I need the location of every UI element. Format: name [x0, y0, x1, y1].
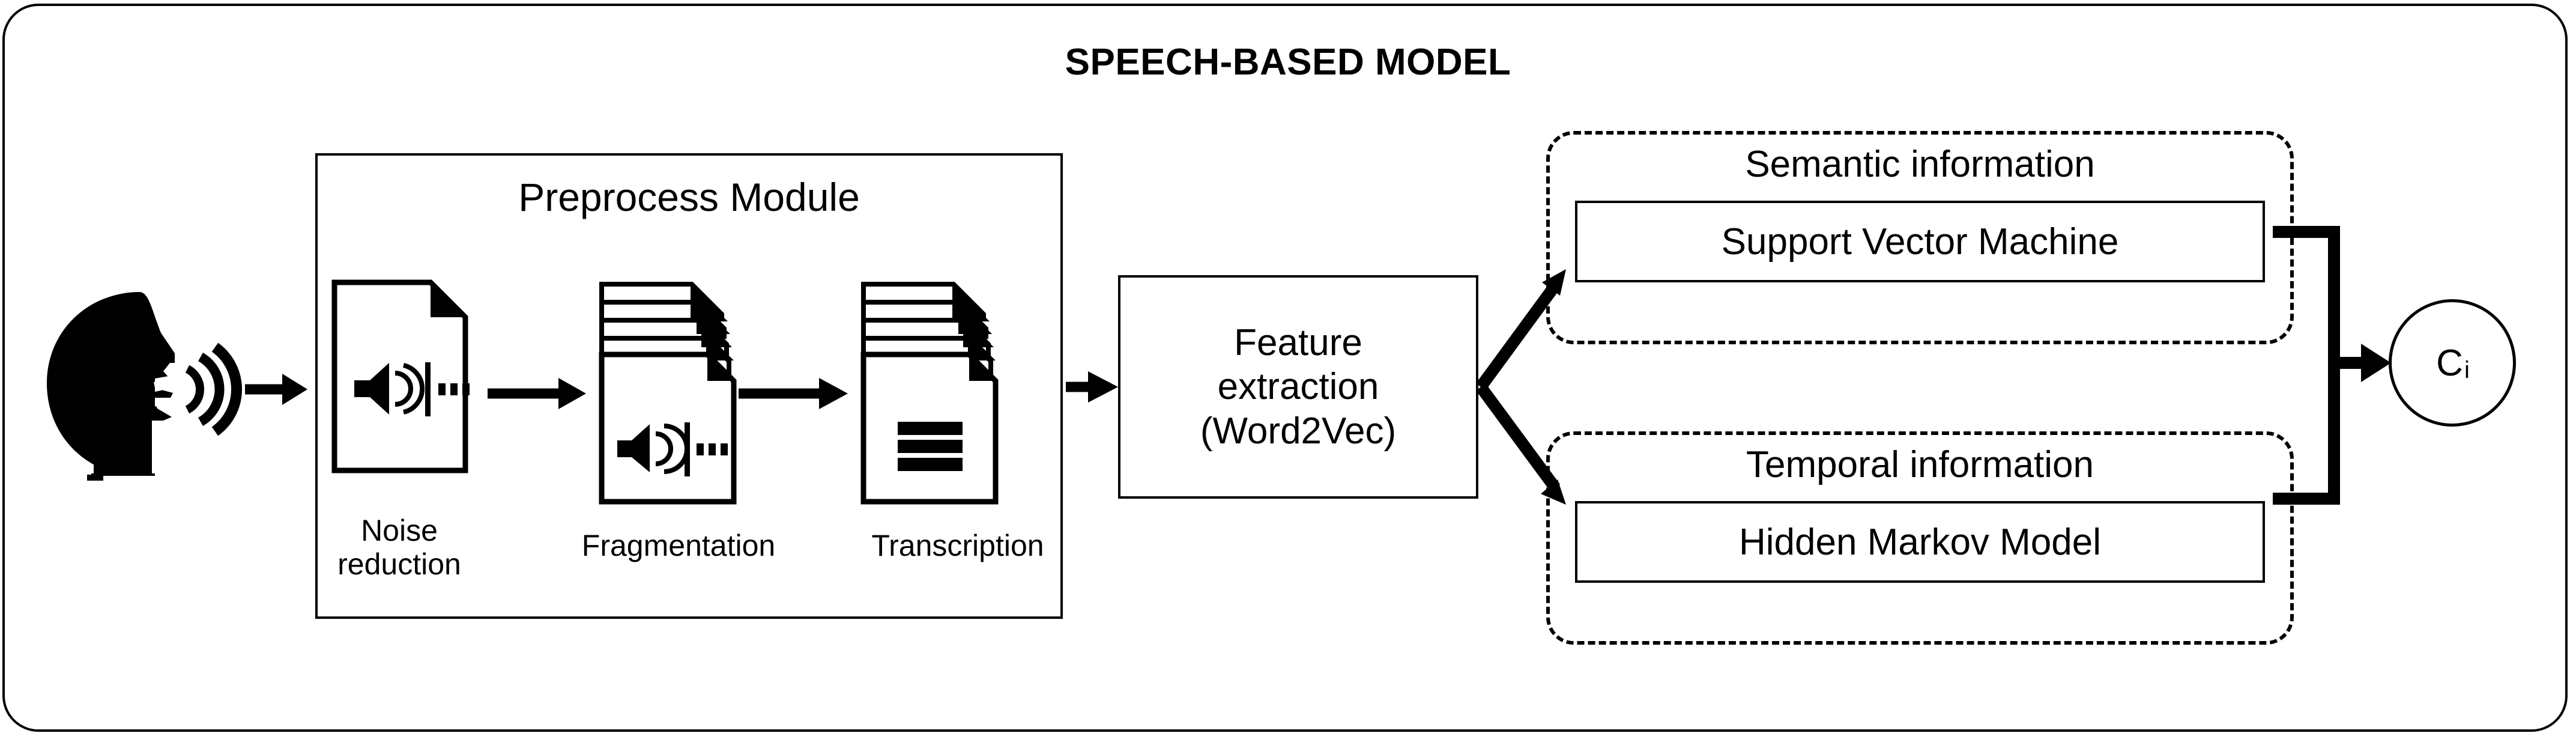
hidden-markov-model-box: Hidden Markov Model [1575, 501, 2265, 583]
temporal-information-group: Temporal information Hidden Markov Model [1546, 431, 2294, 645]
output-class-label: C [2436, 342, 2463, 384]
preprocess-module-title: Preprocess Module [518, 175, 860, 219]
output-class-subscript: i [2464, 356, 2470, 383]
support-vector-machine-box: Support Vector Machine [1575, 201, 2265, 282]
semantic-information-group: Semantic information Support Vector Mach… [1546, 131, 2294, 344]
semantic-information-title: Semantic information [1745, 144, 2095, 185]
temporal-information-title: Temporal information [1746, 444, 2094, 485]
feature-extraction-line-3: (Word2Vec) [1200, 410, 1397, 452]
feature-extraction-box: Feature extraction (Word2Vec) [1118, 275, 1478, 499]
page-title: SPEECH-BASED MODEL [1065, 41, 1511, 83]
feature-extraction-line-2: extraction [1217, 366, 1379, 408]
step-caption-transcription: Transcription [871, 529, 1044, 562]
step-caption-noise-reduction: Noise reduction [337, 514, 461, 581]
step-caption-fragmentation: Fragmentation [581, 529, 776, 562]
feature-extraction-line-1: Feature [1234, 322, 1362, 364]
